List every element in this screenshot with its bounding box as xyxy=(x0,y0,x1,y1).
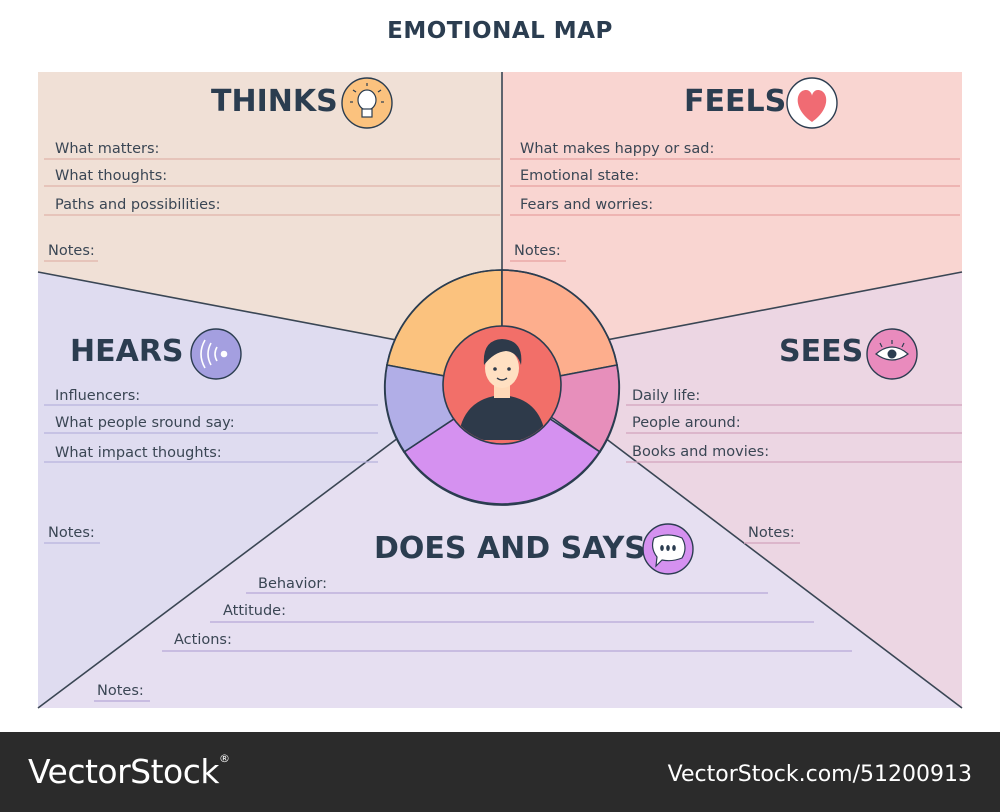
sees-field-label: People around: xyxy=(632,415,741,431)
lightbulb-icon xyxy=(341,77,393,129)
does-notes-label: Notes: xyxy=(97,683,144,699)
does-field-label: Attitude: xyxy=(223,603,286,619)
feels-field-label: What makes happy or sad: xyxy=(520,141,715,157)
feels-region xyxy=(502,72,962,360)
thinks-notes-label: Notes: xyxy=(48,243,95,259)
sees-field-label: Daily life: xyxy=(632,388,701,404)
heart-icon xyxy=(786,77,838,129)
brand-name: VectorStock xyxy=(28,752,220,791)
sound-waves-icon xyxy=(190,328,242,380)
hears-heading: HEARS xyxy=(70,334,184,369)
speech-bubble-icon xyxy=(642,523,694,575)
feels-field-label: Emotional state: xyxy=(520,168,640,184)
does-field-label: Behavior: xyxy=(258,576,328,592)
does-field-label: Actions: xyxy=(174,632,232,648)
hears-field-label: What people sround say: xyxy=(55,415,235,431)
stock-id-link[interactable]: VectorStock.com/51200913 xyxy=(667,762,972,787)
thinks-region xyxy=(38,72,502,360)
sees-field-label: Books and movies: xyxy=(632,444,770,460)
thinks-heading: THINKS xyxy=(211,84,338,119)
thinks-field-label: Paths and possibilities: xyxy=(55,197,221,213)
does-region xyxy=(38,360,962,708)
sees-heading: SEES xyxy=(779,334,864,369)
thinks-field-label: What thoughts: xyxy=(55,168,168,184)
page-title: EMOTIONAL MAP xyxy=(387,18,613,44)
hears-field-label: What impact thoughts: xyxy=(55,445,222,461)
thinks-field-label: What matters: xyxy=(55,141,160,157)
hears-field-label: Influencers: xyxy=(55,388,141,404)
sees-notes-label: Notes: xyxy=(748,525,795,541)
brand-mark: ® xyxy=(219,752,230,765)
brand-logo[interactable]: VectorStock® xyxy=(28,752,230,791)
feels-heading: FEELS xyxy=(684,84,787,119)
eye-icon xyxy=(866,328,918,380)
feels-notes-label: Notes: xyxy=(514,243,561,259)
person-avatar-icon xyxy=(442,325,562,445)
feels-field-label: Fears and worries: xyxy=(520,197,654,213)
hears-notes-label: Notes: xyxy=(48,525,95,541)
does-heading: DOES AND SAYS xyxy=(374,531,646,566)
footer-bar xyxy=(0,732,1000,812)
